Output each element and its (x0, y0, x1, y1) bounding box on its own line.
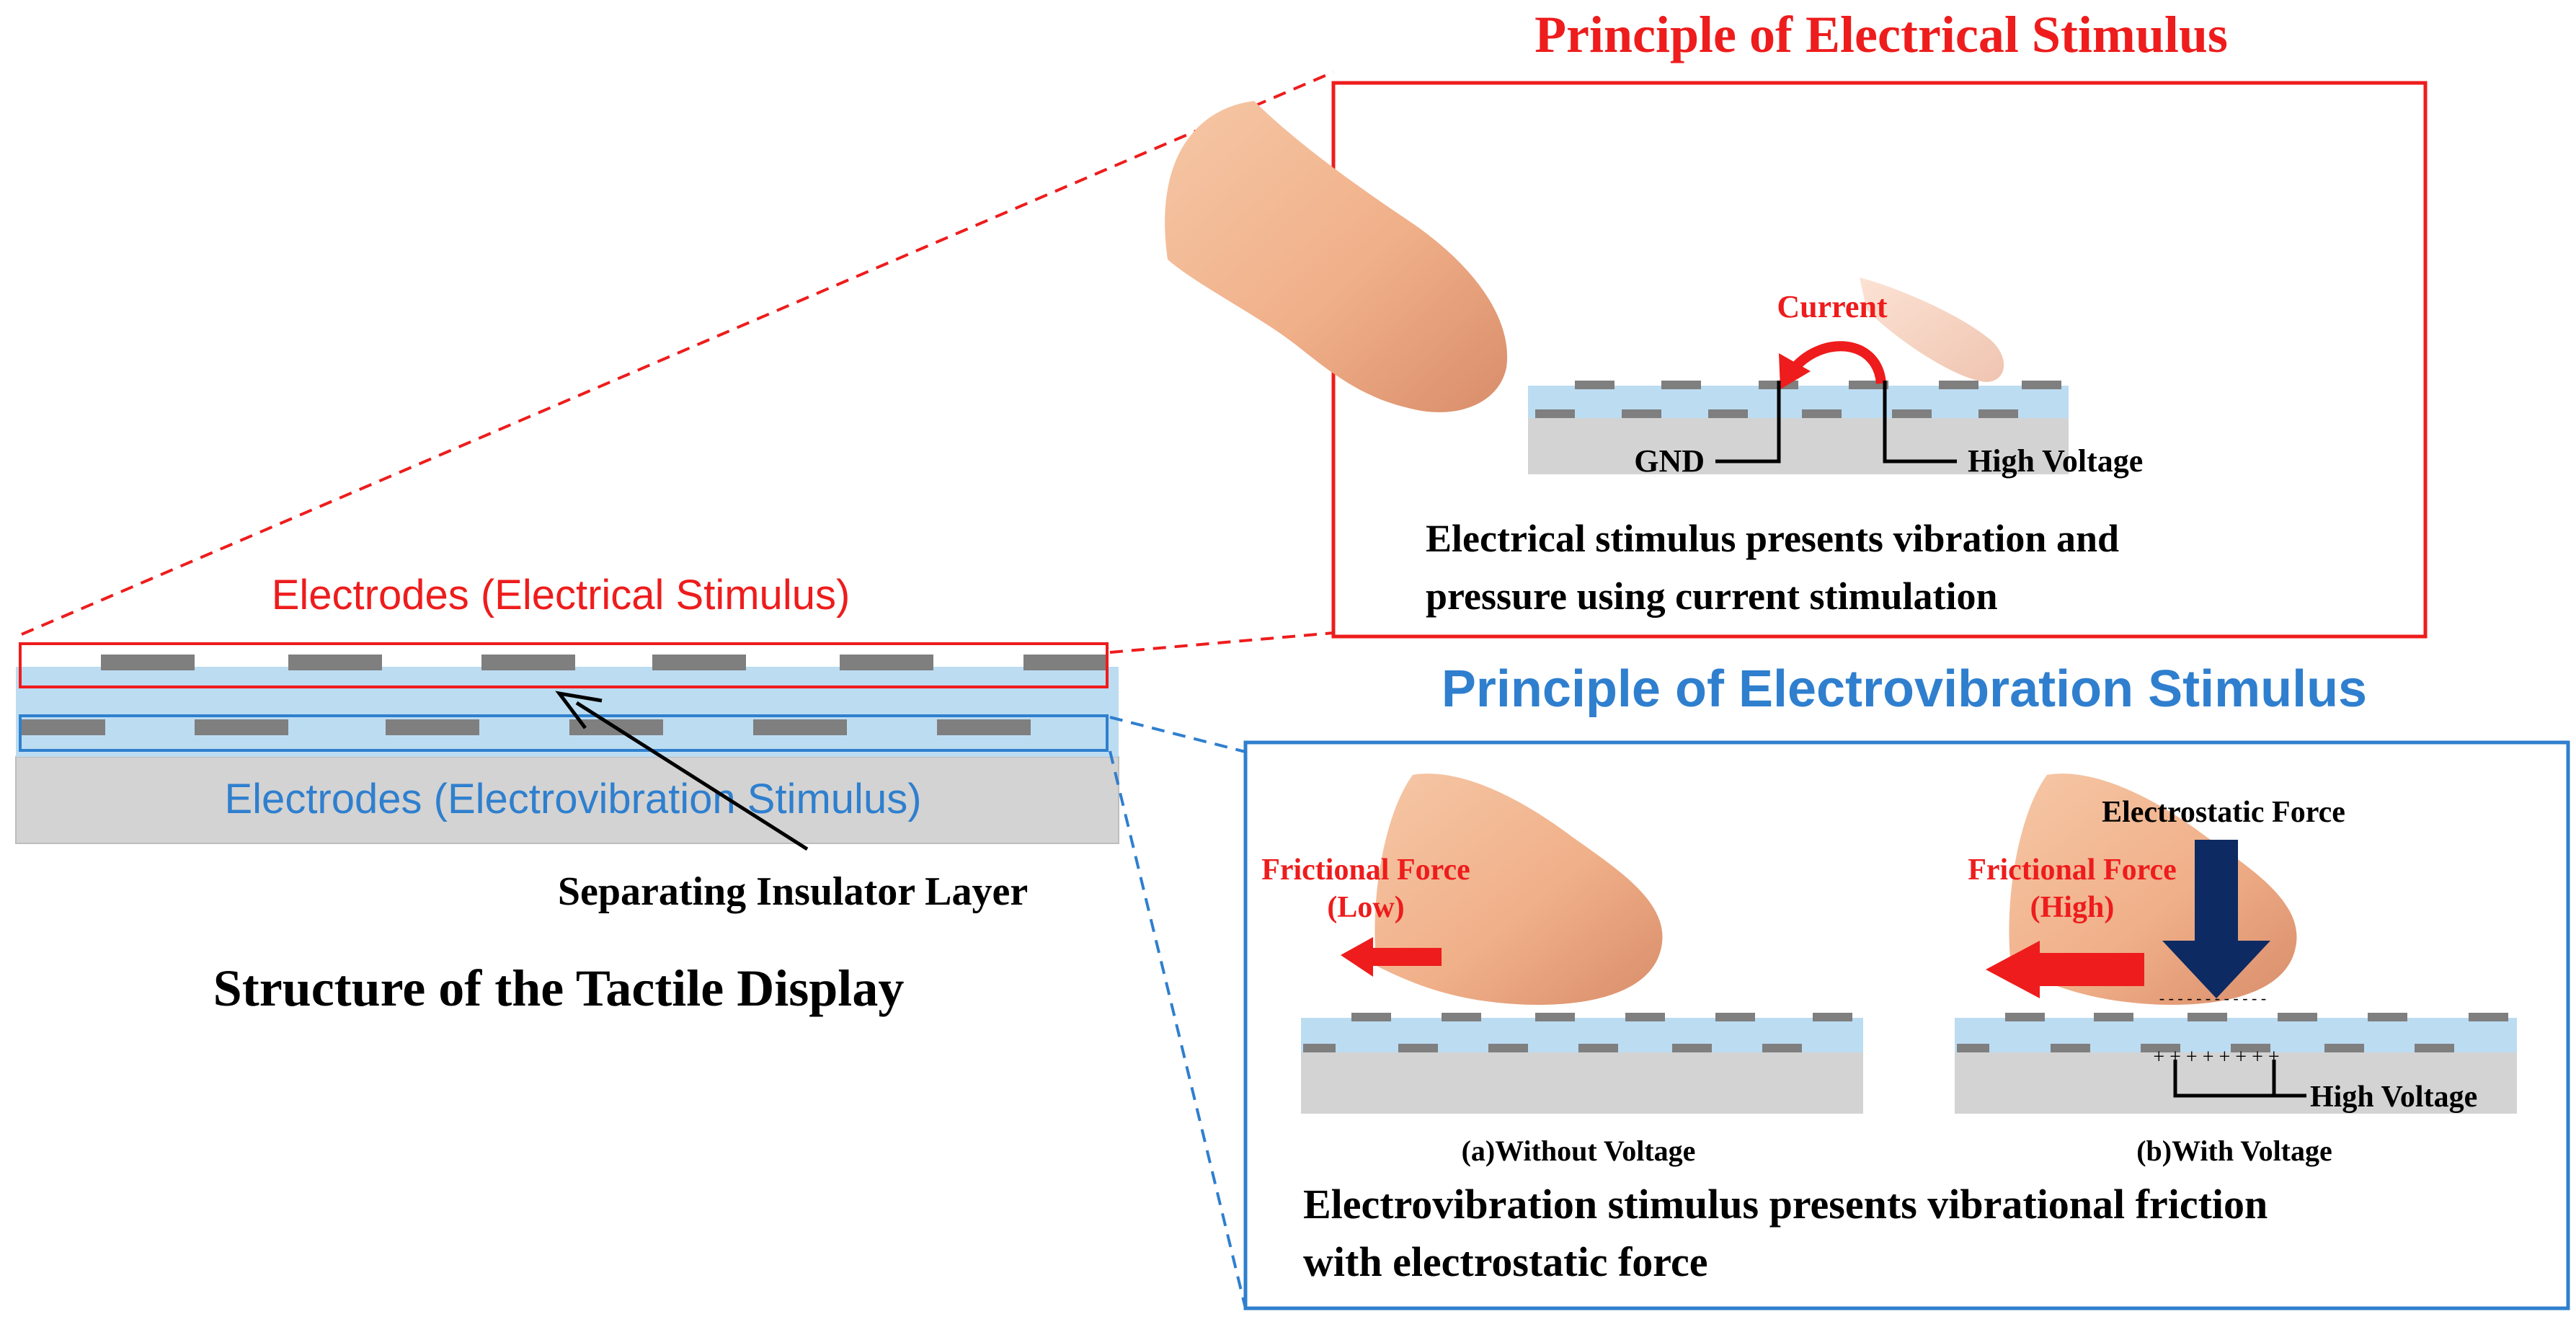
case-a-substrate (1301, 1052, 1863, 1114)
electrostatic-force-arrow (2162, 840, 2270, 998)
case-b-bottom-electrodes (1957, 1044, 2454, 1052)
electrovibration-title: Principle of Electrovibration Stimulus (1442, 660, 2367, 718)
current-arrowhead (1779, 353, 1811, 389)
case-a-bottom-electrodes (1303, 1044, 1802, 1052)
top-electrodes (101, 655, 1109, 670)
top-electrode-highlight (19, 642, 1109, 688)
case-b-wire (2173, 1060, 2276, 1098)
electrical-description-line2: pressure using current stimulation (1426, 575, 1998, 618)
zoom-line-red-lower (1109, 631, 1334, 654)
zoom-line-blue-upper (1109, 716, 1246, 753)
case-b-hv-label: High Voltage (2310, 1081, 2477, 1114)
case-b-with-voltage: Electrostatic Force Frictional Force (Hi… (1955, 773, 2517, 1167)
electrostatic-force-label: Electrostatic Force (2102, 796, 2345, 829)
electrovibration-panel: Principle of Electrovibration Stimulus (1243, 660, 2570, 1310)
insulator-layer (16, 667, 1119, 757)
case-a-top-electrodes (1351, 1013, 1852, 1021)
frictional-force-arrow-high (1986, 941, 2144, 998)
zoom-line-blue-lower (1109, 750, 1247, 1309)
frictional-force-high-line1: Frictional Force (1968, 853, 2177, 887)
negative-charges: - - - - - - - - - - - - (2159, 989, 2266, 1007)
frictional-force-high-line2: (High) (2030, 891, 2115, 924)
bottom-electrode-highlight (19, 714, 1109, 752)
case-b-caption: (b)With Voltage (2136, 1135, 2332, 1167)
positive-charges: + + + + + + + + (2153, 1046, 2279, 1068)
top-electrode-label: Electrodes (Electrical Stimulus) (272, 572, 850, 618)
gnd-wire (1715, 381, 1781, 463)
hv-label: High Voltage (1968, 443, 2143, 479)
structure-title: Structure of the Tactile Display (213, 959, 905, 1017)
case-b-substrate (1955, 1052, 2517, 1114)
current-arrow (1790, 341, 1886, 384)
electrovibration-description-line2: with electrostatic force (1303, 1238, 1707, 1285)
electrical-panel: Principle of Electrical Stimulus (1165, 6, 2428, 639)
finger-illustration (1165, 101, 2004, 412)
bottom-electrodes (19, 719, 1031, 735)
electrovibration-description-line1: Electrovibration stimulus presents vibra… (1303, 1181, 2268, 1228)
electrical-substrate (1528, 418, 2069, 474)
electrical-bottom-electrodes (1535, 409, 2018, 418)
case-a-without-voltage: Frictional Force (Low) (a)Without Voltag… (1261, 773, 1863, 1167)
structure-diagram: Electrodes (Electrical Stimulus) Electro… (15, 572, 1119, 1017)
electrical-title: Principle of Electrical Stimulus (1535, 6, 2228, 63)
finger-a (1374, 773, 1663, 1005)
insulator-label: Separating Insulator Layer (558, 869, 1028, 914)
electrical-top-electrodes (1575, 381, 2061, 389)
insulator-pointer-arrowhead (555, 691, 603, 729)
case-a-caption: (a)Without Voltage (1462, 1135, 1696, 1167)
frictional-force-low-line1: Frictional Force (1261, 853, 1470, 887)
zoom-line-red-upper (21, 71, 1334, 636)
bottom-electrode-label: Electrodes (Electrovibration Stimulus) (224, 776, 921, 822)
frictional-force-low-line2: (Low) (1327, 891, 1404, 924)
substrate-layer (15, 756, 1119, 844)
frictional-force-arrow-low (1341, 937, 1442, 977)
case-b-top-electrodes (2005, 1013, 2508, 1021)
electrovibration-frame (1243, 740, 2570, 1310)
insulator-pointer-line (575, 701, 809, 851)
electrical-description-line1: Electrical stimulus presents vibration a… (1426, 517, 2119, 560)
gnd-label: GND (1634, 443, 1705, 479)
hv-wire (1883, 381, 1957, 463)
current-label: Current (1777, 289, 1888, 324)
